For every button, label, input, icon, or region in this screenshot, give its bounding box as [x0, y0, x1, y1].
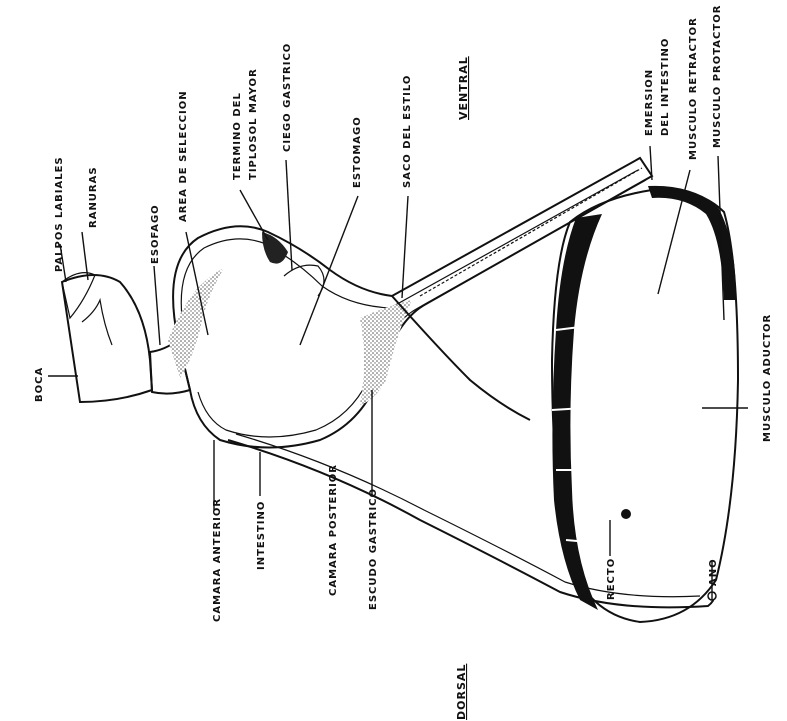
- retractor-muscle: [552, 214, 602, 610]
- label-escudo-gastrico: ESCUDO GASTRICO: [368, 488, 379, 610]
- leader-esofago: [154, 266, 160, 345]
- label-esofago: ESOFAGO: [150, 204, 161, 264]
- label-intestino: INTESTINO: [256, 501, 267, 570]
- label-ventral: VENTRAL: [457, 56, 470, 120]
- label-camara-anterior: CAMARA ANTERIOR: [212, 498, 223, 622]
- mouth-region: [62, 275, 152, 402]
- gastric-shield: [360, 300, 412, 405]
- label-area-seleccion: AREA DE SELECCION: [178, 90, 189, 222]
- intestine-loop: [228, 440, 714, 607]
- label-camara-posterior: CAMARA POSTERIOR: [328, 464, 339, 596]
- leader-saco: [402, 196, 408, 298]
- rectum-knob: [621, 509, 631, 519]
- label-emersion-2: DEL INTESTINO: [660, 38, 671, 136]
- label-saco-estilo: SACO DEL ESTILO: [402, 75, 413, 188]
- organ-drawing: [62, 158, 738, 622]
- stomach-outer-wall: [173, 158, 652, 448]
- label-boca: BOCA: [34, 367, 45, 402]
- label-termino-1: TERMINO DEL: [232, 92, 243, 180]
- label-ciego-gastrico: CIEGO GASTRICO: [282, 43, 293, 152]
- label-emersion-1: EMERSION: [644, 69, 655, 136]
- labels: VENTRAL DORSAL BOCA PALPOS LABIALES RANU…: [34, 5, 773, 720]
- sorting-area: [168, 268, 224, 378]
- label-ano: ANO: [708, 558, 719, 586]
- leader-termino: [240, 190, 268, 240]
- label-estomago: ESTOMAGO: [352, 116, 363, 188]
- label-musculo-protactor: MUSCULO PROTACTOR: [712, 5, 723, 148]
- style-sac-line: [420, 168, 642, 296]
- palps-fold: [82, 300, 112, 345]
- label-ranuras: RANURAS: [88, 166, 99, 228]
- label-recto: RECTO: [606, 558, 617, 600]
- label-termino-2: TIPLOSOL MAYOR: [248, 68, 259, 180]
- label-musculo-retractor: MUSCULO RETRACTOR: [688, 17, 699, 160]
- label-dorsal: DORSAL: [455, 664, 468, 720]
- label-musculo-aductor: MUSCULO ADUCTOR: [762, 314, 773, 442]
- label-palpos-labiales: PALPOS LABIALES: [54, 156, 65, 272]
- leader-estomago: [300, 196, 358, 345]
